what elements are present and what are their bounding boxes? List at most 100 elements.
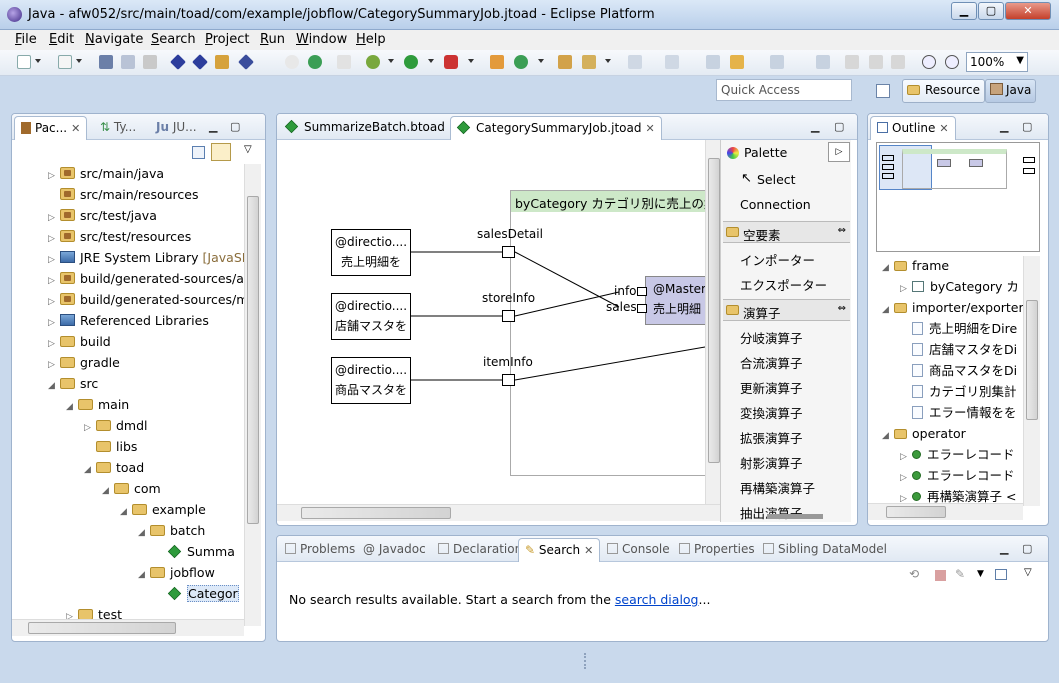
- toad-run-icon[interactable]: [192, 54, 208, 70]
- debug-icon[interactable]: [366, 55, 380, 69]
- collapse-icon[interactable]: ◢: [138, 528, 145, 538]
- minimize-icon[interactable]: ▁: [1000, 120, 1009, 133]
- external-tools-icon[interactable]: [444, 55, 458, 69]
- expand-icon[interactable]: ▷: [900, 473, 907, 483]
- expand-icon[interactable]: ▷: [48, 339, 55, 349]
- refresh-search-icon[interactable]: ⟲: [909, 567, 920, 581]
- maximize-icon[interactable]: ▢: [230, 120, 241, 133]
- tab-javadoc[interactable]: @ Javadoc: [357, 538, 432, 562]
- tree-item[interactable]: Summa: [156, 542, 235, 562]
- tab-search[interactable]: ✎ Search✕: [518, 538, 601, 562]
- outline-item[interactable]: 店舗マスタをDi: [900, 340, 1017, 360]
- outline-item[interactable]: エラー情報をを: [900, 403, 1017, 423]
- maximize-icon[interactable]: ▢: [834, 120, 845, 133]
- tab-sibling-datamodel[interactable]: Sibling DataModel: [757, 538, 893, 562]
- palette-select-tool[interactable]: Select: [757, 172, 796, 187]
- tree-item[interactable]: ▷build/generated-sources/an: [48, 269, 252, 289]
- master-operator[interactable]: @Master 売上明細: [645, 276, 705, 325]
- new-class-icon[interactable]: [514, 55, 528, 69]
- minimize-icon[interactable]: ▁: [1000, 542, 1009, 555]
- diagram-canvas[interactable]: byCategory カテゴリ別に売上の集 @directio....売上明細を…: [277, 140, 705, 505]
- undo-icon[interactable]: [869, 55, 883, 69]
- tree-item[interactable]: ◢main: [66, 395, 129, 415]
- close-icon[interactable]: ✕: [939, 122, 949, 135]
- close-icon[interactable]: ✕: [584, 544, 594, 557]
- scroll-thumb[interactable]: [28, 622, 176, 634]
- vertical-scrollbar[interactable]: [1023, 256, 1040, 506]
- operator-input-port[interactable]: [637, 304, 647, 313]
- chevron-down-icon[interactable]: [76, 59, 82, 63]
- tree-item[interactable]: ▷src/main/java: [48, 164, 164, 184]
- forward-icon[interactable]: [770, 55, 784, 69]
- maximize-icon[interactable]: ▢: [1022, 542, 1033, 555]
- outline-item[interactable]: ◢frame: [882, 256, 949, 276]
- print-icon[interactable]: [143, 55, 157, 69]
- chevron-down-icon[interactable]: [538, 59, 544, 63]
- palette-importer[interactable]: インポーター: [740, 253, 816, 268]
- palette-extend-operator[interactable]: 拡張演算子: [740, 431, 803, 446]
- new-icon[interactable]: [17, 55, 31, 69]
- search-dialog-link[interactable]: search dialog: [614, 592, 699, 607]
- tree-item[interactable]: ◢jobflow: [138, 563, 215, 583]
- palette-extract-operator[interactable]: 抽出演算子: [740, 503, 803, 522]
- scroll-thumb[interactable]: [708, 158, 720, 463]
- tree-item[interactable]: ◢com: [102, 479, 161, 499]
- expand-icon[interactable]: ▷: [48, 213, 55, 223]
- palette-convert-operator[interactable]: 変換演算子: [740, 406, 803, 421]
- zoom-combo[interactable]: 100%▼: [966, 52, 1028, 72]
- toad-icon[interactable]: [170, 54, 186, 70]
- palette-update-operator[interactable]: 更新演算子: [740, 381, 803, 396]
- zoom-out-icon[interactable]: [945, 55, 959, 69]
- expand-icon[interactable]: ▷: [66, 612, 73, 622]
- tab-properties[interactable]: Properties: [673, 538, 761, 562]
- importer-item-info[interactable]: @directio....商品マスタを: [331, 357, 411, 404]
- minimize-icon[interactable]: ▁: [209, 120, 218, 133]
- horizontal-scrollbar[interactable]: [277, 504, 721, 521]
- operator-input-port[interactable]: [637, 287, 647, 296]
- outline-item[interactable]: ▷エラーレコード: [900, 466, 1015, 486]
- expand-icon[interactable]: ▷: [900, 284, 907, 294]
- expand-icon[interactable]: ▷: [48, 318, 55, 328]
- scroll-thumb[interactable]: [301, 507, 451, 519]
- tab-package-explorer[interactable]: Pac...✕: [14, 116, 88, 140]
- palette-scroll-indicator[interactable]: [767, 514, 823, 519]
- tree-item[interactable]: ▷JRE System Library[JavaSE: [48, 248, 250, 268]
- tab-junit[interactable]: Ju JU...: [150, 116, 203, 140]
- palette-branch-operator[interactable]: 分岐演算子: [740, 331, 803, 346]
- grid-icon[interactable]: [490, 55, 504, 69]
- tab-declaration[interactable]: Declaration: [432, 538, 528, 562]
- tab-summarize-batch[interactable]: SummarizeBatch.btoad: [279, 116, 451, 140]
- open-perspective-icon[interactable]: [876, 84, 890, 98]
- menu-window[interactable]: Window: [296, 32, 348, 47]
- expand-icon[interactable]: ▷: [900, 494, 907, 504]
- zoom-in-icon[interactable]: [922, 55, 936, 69]
- connection-line[interactable]: [514, 291, 620, 317]
- minimize-button[interactable]: ▁: [951, 2, 977, 20]
- palette-collapse-button[interactable]: ▷: [828, 142, 850, 162]
- tree-item[interactable]: ◢toad: [84, 458, 144, 478]
- chevron-down-icon[interactable]: [35, 59, 41, 63]
- open-type-icon[interactable]: [558, 55, 572, 69]
- prev-annotation-icon[interactable]: [665, 55, 679, 69]
- tree-item[interactable]: ◢example: [120, 500, 206, 520]
- tree-item[interactable]: ▷dmdl: [84, 416, 148, 436]
- refresh-icon[interactable]: [308, 55, 322, 69]
- menu-navigate[interactable]: Navigate: [85, 32, 144, 47]
- horizontal-scrollbar[interactable]: [868, 503, 1023, 520]
- outline-item[interactable]: 商品マスタをDi: [900, 361, 1017, 381]
- collapse-all-icon[interactable]: [192, 146, 205, 159]
- perspective-java[interactable]: Java: [985, 79, 1037, 103]
- tab-category-summary-job[interactable]: CategorySummaryJob.jtoad✕: [450, 116, 662, 140]
- pin-icon[interactable]: [816, 55, 830, 69]
- back-icon[interactable]: [730, 55, 744, 69]
- maximize-icon[interactable]: ▢: [1022, 120, 1033, 133]
- scroll-thumb[interactable]: [886, 506, 946, 518]
- chevron-down-icon[interactable]: [468, 59, 474, 63]
- tree-item[interactable]: src/main/resources: [48, 185, 198, 205]
- pen-icon[interactable]: [582, 55, 596, 69]
- search-history-icon[interactable]: ✎: [955, 567, 966, 581]
- redo-icon[interactable]: [891, 55, 905, 69]
- chevron-down-icon[interactable]: [605, 59, 611, 63]
- palette-exporter[interactable]: エクスポーター: [740, 278, 828, 293]
- port-store-info[interactable]: [502, 310, 515, 322]
